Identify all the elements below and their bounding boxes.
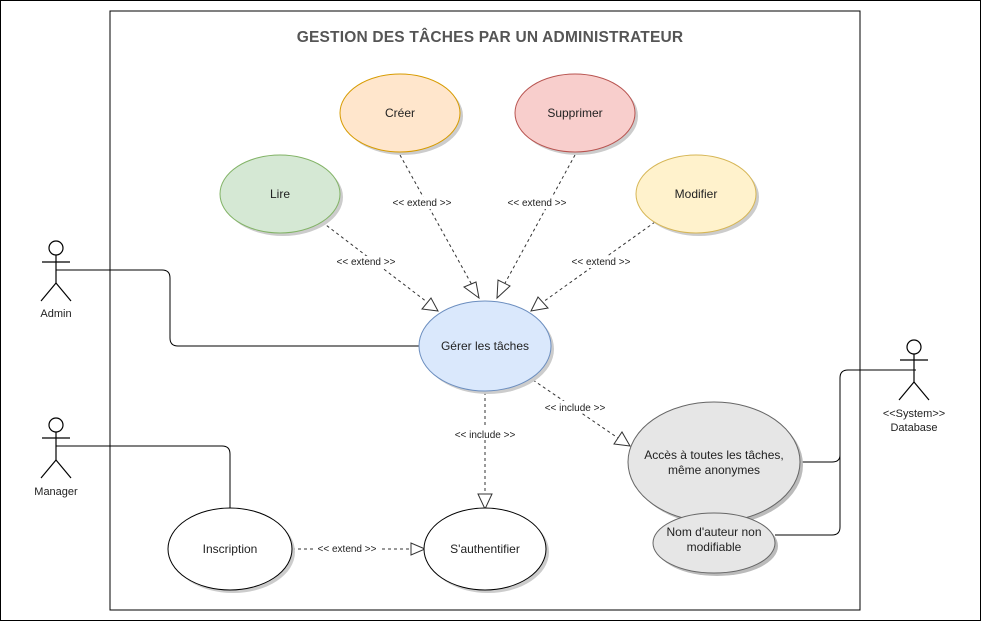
actor-database-leg-right xyxy=(913,381,930,401)
label-extend-inscription: << extend >> xyxy=(318,544,377,555)
actor-admin-leg-left xyxy=(40,282,57,302)
usecase-gerer-shape xyxy=(418,300,552,392)
label-extend-lire: << extend >> xyxy=(337,257,396,268)
label-bg-include-acces xyxy=(540,401,610,413)
usecase-modifier[interactable]: Modifier xyxy=(635,154,759,236)
usecase-inscription[interactable]: Inscription xyxy=(167,507,295,593)
association-manager-inscription[interactable] xyxy=(56,445,231,509)
usecase-gerer[interactable]: Gérer les tâches xyxy=(418,300,554,394)
usecase-inscription-shape xyxy=(167,507,293,591)
label-bg-include-auth xyxy=(450,428,520,440)
label-bg-extend-inscription xyxy=(313,542,381,554)
actor-admin-head xyxy=(48,240,64,256)
label-bg-extend-creer xyxy=(388,197,456,209)
include-auth-arrowhead xyxy=(477,493,493,511)
include-acces-line[interactable] xyxy=(532,379,619,439)
usecase-nom-label-line2: modifiable xyxy=(687,540,742,554)
actor-database-label: Database xyxy=(890,422,937,434)
actor-manager-leg-left xyxy=(40,459,57,479)
actor-manager-leg-right xyxy=(55,459,72,479)
extend-lire-arrowhead xyxy=(421,297,439,312)
include-acces-arrowhead xyxy=(613,431,631,447)
actor-database[interactable]: <<System>> Database xyxy=(883,339,945,434)
usecase-creer[interactable]: Créer xyxy=(339,73,463,155)
usecase-acces[interactable]: Accès à toutes les tâches, même anonymes xyxy=(627,401,803,525)
usecase-authentifier-label: S'authentifier xyxy=(450,542,520,556)
usecase-acces-shape xyxy=(627,401,801,523)
actor-manager-label: Manager xyxy=(34,486,78,498)
label-include-acces: << include >> xyxy=(545,403,606,414)
usecase-nom-label-line1: Nom d'auteur non xyxy=(666,525,761,539)
usecase-nom-shape xyxy=(652,512,776,574)
extend-creer-line[interactable] xyxy=(399,154,473,286)
actor-database-stereotype: <<System>> xyxy=(883,408,945,420)
label-bg-extend-supprimer xyxy=(503,197,571,209)
usecase-supprimer-label: Supprimer xyxy=(547,106,602,120)
extend-supprimer-arrowhead xyxy=(496,279,511,300)
association-database-acces[interactable] xyxy=(800,369,916,463)
usecase-creer-label: Créer xyxy=(385,106,415,120)
label-bg-extend-modifier xyxy=(567,256,635,268)
usecase-inscription-label: Inscription xyxy=(203,542,258,556)
usecase-creer-shape xyxy=(339,73,461,153)
extend-inscription-arrowhead xyxy=(410,542,427,556)
diagram-title: GESTION DES TÂCHES PAR UN ADMINISTRATEUR xyxy=(297,28,684,46)
usecase-modifier-shape xyxy=(635,154,757,234)
actor-database-head xyxy=(906,339,922,355)
label-extend-supprimer: << extend >> xyxy=(508,198,567,209)
usecase-lire-shape xyxy=(219,154,341,234)
actor-admin-leg-right xyxy=(55,282,72,302)
usecase-supprimer-shape xyxy=(514,73,636,153)
usecase-supprimer[interactable]: Supprimer xyxy=(514,73,638,155)
usecase-lire-label: Lire xyxy=(270,187,290,201)
label-bg-extend-lire xyxy=(332,256,400,268)
usecase-authentifier-shape xyxy=(423,507,547,591)
usecase-acces-label-line1: Accès à toutes les tâches, xyxy=(644,448,783,462)
actor-admin[interactable]: Admin xyxy=(40,240,72,320)
usecase-gerer-label: Gérer les tâches xyxy=(441,339,529,353)
usecase-acces-label-line2: même anonymes xyxy=(668,463,760,477)
usecase-modifier-label: Modifier xyxy=(675,187,718,201)
extend-creer-arrowhead xyxy=(462,281,480,300)
extend-modifier-arrowhead xyxy=(530,296,549,312)
extend-supprimer-line[interactable] xyxy=(503,154,576,286)
actor-database-leg-left xyxy=(898,381,915,401)
actor-admin-label: Admin xyxy=(40,308,71,320)
association-admin-gerer[interactable] xyxy=(56,269,420,347)
actor-manager[interactable]: Manager xyxy=(34,417,78,498)
label-extend-modifier: << extend >> xyxy=(572,257,631,268)
usecase-authentifier[interactable]: S'authentifier xyxy=(423,507,549,593)
label-include-auth: << include >> xyxy=(455,430,516,441)
association-database-nom[interactable] xyxy=(775,455,841,536)
usecase-nom-auteur[interactable]: Nom d'auteur non modifiable xyxy=(652,512,778,576)
label-extend-creer: << extend >> xyxy=(393,198,452,209)
actor-manager-head xyxy=(48,417,64,433)
usecase-lire[interactable]: Lire xyxy=(219,154,343,236)
